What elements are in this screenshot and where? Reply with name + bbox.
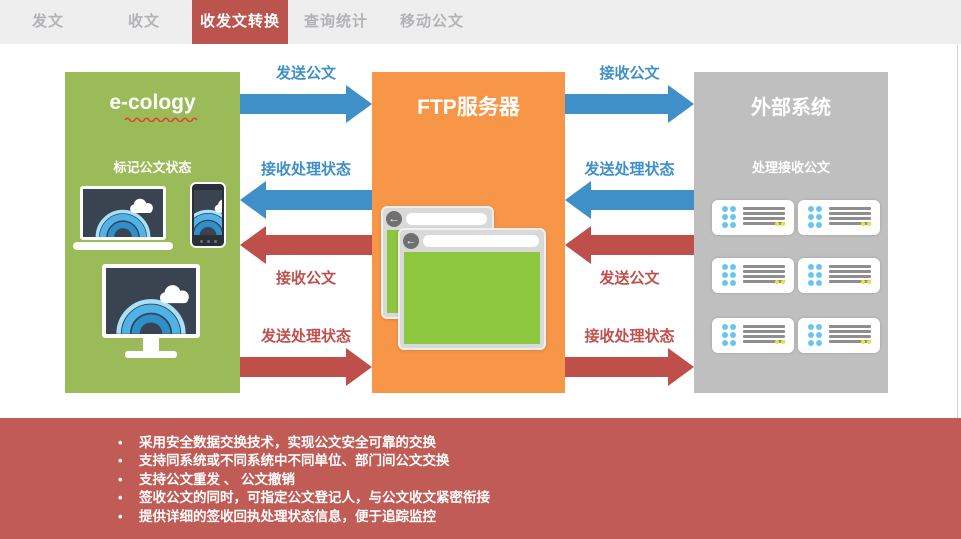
server-icon (798, 200, 880, 235)
server-icon (798, 258, 880, 293)
spellcheck-squiggle-icon (124, 117, 198, 122)
flow-label-ext-send-status: 发送处理状态 (584, 161, 675, 178)
server-icon (712, 318, 794, 353)
server-icon (712, 258, 794, 293)
content-edge-divider (957, 45, 958, 418)
flow-label-ext-send-doc: 发送公文 (599, 270, 660, 287)
feature-band: 采用安全数据交换技术，实现公文安全可靠的交换 支持同系统或不同系统中不同单位、部… (0, 418, 961, 539)
arrow-receive-status-icon (240, 181, 372, 219)
flow-label-receive-status: 接收处理状态 (260, 161, 351, 178)
feature-text: 支持同系统或不同系统中不同单位、部门间公文交换 (139, 453, 450, 469)
tab-query-stats[interactable]: 查询统计 (303, 13, 368, 30)
flow-label-receive-doc: 接收公文 (275, 270, 336, 287)
external-subtitle: 处理接收公文 (751, 160, 830, 175)
node-ecology: e-cology 标记公文状态 (65, 72, 240, 393)
arrow-receive-doc-icon (240, 226, 372, 264)
back-icon: ← (386, 211, 402, 227)
arrow-send-status-icon (240, 348, 372, 386)
address-bar (406, 213, 487, 225)
browser-window-front: ← (398, 228, 546, 350)
feature-text: 提供详细的签收回执处理状态信息，便于追踪监控 (139, 508, 436, 524)
node-ftp-server: FTP服务器 ← ← (372, 72, 565, 393)
flow-label-send-doc: 发送公文 (275, 65, 336, 82)
feature-text: 采用安全数据交换技术，实现公文安全可靠的交换 (139, 435, 436, 450)
back-icon: ← (403, 233, 419, 249)
ftp-title: FTP服务器 (417, 96, 520, 119)
monitor-icon (102, 264, 200, 359)
node-external-system: 外部系统 处理接收公文 (694, 72, 888, 393)
arrow-ext-send-status-icon (565, 181, 694, 219)
feature-list: 采用安全数据交换技术，实现公文安全可靠的交换 支持同系统或不同系统中不同单位、部… (118, 434, 961, 526)
feature-item: 支持同系统或不同系统中不同单位、部门间公文交换 (118, 452, 961, 471)
arrow-ext-receive-status-icon (565, 348, 694, 386)
server-icon (712, 200, 794, 235)
tab-bar: 发文 收文 收发文转换 查询统计 移动公文 (0, 0, 961, 44)
laptop-icon (73, 186, 173, 250)
external-title: 外部系统 (751, 97, 831, 119)
tab-mobile-doc[interactable]: 移动公文 (399, 13, 464, 30)
flow-label-ext-receive-status: 接收处理状态 (584, 328, 675, 345)
feature-item: 提供详细的签收回执处理状态信息，便于追踪监控 (118, 508, 961, 527)
feature-text: 支持公文重发 、 公文撤销 (139, 471, 296, 487)
flow-label-send-status: 发送处理状态 (260, 328, 351, 345)
feature-item: 支持公文重发 、 公文撤销 (118, 471, 961, 490)
phone-icon (190, 182, 226, 248)
ecology-title: e-cology (109, 91, 196, 114)
tab-send-doc[interactable]: 发文 (31, 13, 64, 30)
feature-item: 签收公文的同时，可指定公文登记人，与公文收文紧密衔接 (118, 489, 961, 508)
arrow-send-doc-icon (240, 85, 372, 123)
ecology-subtitle: 标记公文状态 (113, 160, 192, 175)
feature-item: 采用安全数据交换技术，实现公文安全可靠的交换 (118, 434, 961, 453)
tab-receive-doc[interactable]: 收文 (127, 13, 160, 30)
flow-label-ext-receive-doc: 接收公文 (599, 65, 660, 82)
tab-doc-conversion[interactable]: 收发文转换 (192, 0, 288, 44)
server-icon (798, 318, 880, 353)
feature-text: 签收公文的同时，可指定公文登记人，与公文收文紧密衔接 (139, 490, 490, 506)
arrow-ext-receive-doc-icon (565, 85, 694, 123)
address-bar (423, 235, 539, 247)
arrow-ext-send-doc-icon (565, 226, 694, 264)
